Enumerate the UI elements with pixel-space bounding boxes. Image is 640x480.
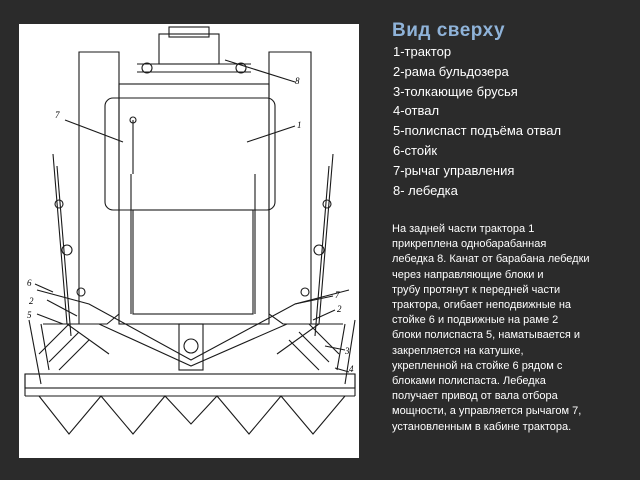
legend-item: 4-отвал <box>393 103 440 119</box>
legend-item: 1-трактор <box>393 44 452 59</box>
bulldozer-schematic: 8 7 1 6 2 5 7 2 3 4 <box>24 26 356 435</box>
legend-item: 7-рычаг управления <box>393 162 515 178</box>
callout-tractor: 1 <box>297 120 302 130</box>
tractor-body <box>118 83 270 325</box>
callout-post: 6 <box>27 278 32 288</box>
bulldozer-top-view-drawing: 8 7 1 6 2 5 7 2 3 4 <box>19 24 359 458</box>
legend-item: 8- лебедка <box>393 182 458 198</box>
blade <box>24 373 356 389</box>
legend-item: 5-полиспаст подъёма отвал <box>393 123 562 139</box>
legend-list: 1-трактор 2-рама бульдозера 3-толкающие … <box>393 42 561 200</box>
winch <box>158 33 220 65</box>
callout-frame-left: 2 <box>29 296 34 306</box>
callout-pulley: 5 <box>27 310 32 320</box>
callout-lever-right: 7 <box>335 290 340 300</box>
callout-blade: 4 <box>349 364 354 374</box>
callout-lever-left: 7 <box>55 110 60 120</box>
legend-item: 3-толкающие брусья <box>393 83 518 99</box>
slide-title: Вид сверху <box>392 20 506 41</box>
description-text: На задней части трактора 1 прикреплена о… <box>392 223 590 433</box>
callout-push-bar: 3 <box>344 346 350 356</box>
legend-item: 2-рама бульдозера <box>393 63 509 79</box>
callout-frame-right: 2 <box>337 304 342 314</box>
engine-hood <box>132 209 254 315</box>
legend-item: 6-стойк <box>393 142 438 158</box>
left-track <box>78 51 120 325</box>
callout-winch: 8 <box>295 76 300 86</box>
